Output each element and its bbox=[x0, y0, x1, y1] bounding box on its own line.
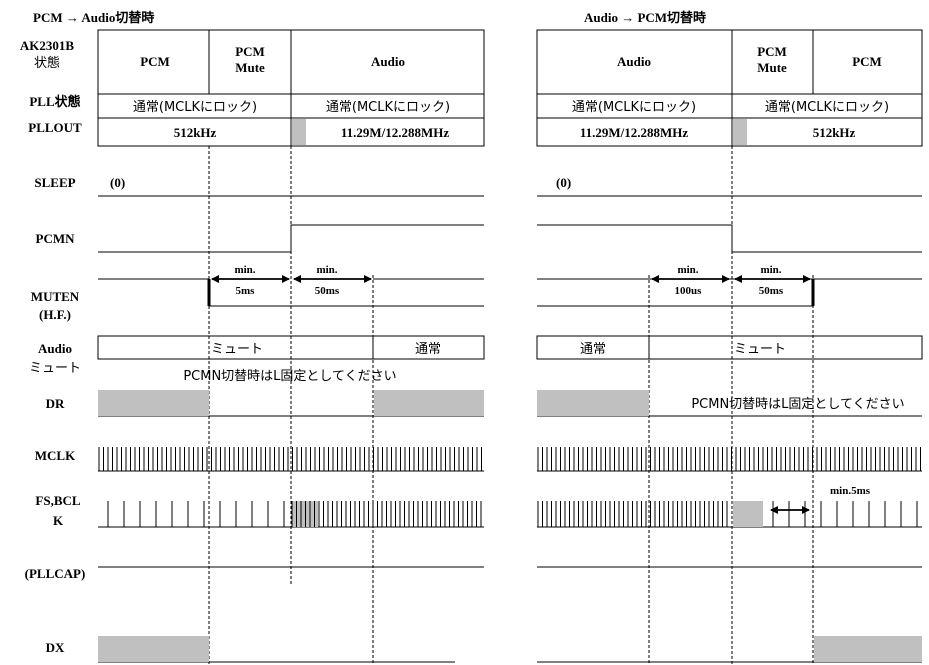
left-pll-state-1: 通常(MCLKにロック) bbox=[133, 100, 257, 115]
ak-label-2: 状態 bbox=[34, 55, 60, 71]
left-mclk-ticks bbox=[98, 447, 482, 471]
signal-labels: AK2301B 状態 PLL状態 PLLOUT SLEEP PCMN MUTEN… bbox=[20, 38, 85, 655]
left-header-audio: Audio bbox=[371, 54, 405, 69]
right-mclk-ticks bbox=[537, 447, 921, 471]
right-mute-val-2: 50ms bbox=[759, 285, 784, 297]
right-fs-min: min.5ms bbox=[830, 485, 871, 497]
left-audio-mute-1: ミュート bbox=[211, 342, 263, 357]
left-title: PCM → Audio切替時 bbox=[33, 10, 154, 25]
right-pllout-shade bbox=[733, 119, 747, 145]
right-header-pcm-mute-1: PCM bbox=[757, 44, 787, 59]
right-header-audio: Audio bbox=[617, 54, 651, 69]
left-mute-min-1: min. bbox=[234, 264, 255, 276]
left-dr-shade-1 bbox=[98, 390, 209, 416]
right-audio-mute-2: ミュート bbox=[734, 342, 786, 357]
audio-mute-label-2: ミュート bbox=[29, 361, 81, 376]
left-mute-val-2: 50ms bbox=[315, 285, 340, 297]
left-audio-mute-box bbox=[97, 335, 485, 360]
left-audio-mute-2: 通常 bbox=[415, 342, 441, 357]
right-pllout-1: 11.29M/12.288MHz bbox=[580, 125, 689, 140]
pllcap-label: (PLLCAP) bbox=[25, 566, 86, 581]
pll-state-label: PLL状態 bbox=[29, 94, 80, 109]
left-header-pcm-mute-1: PCM bbox=[235, 44, 265, 59]
dr-label: DR bbox=[46, 396, 65, 411]
left-mute-val-1: 5ms bbox=[236, 285, 256, 297]
right-title: Audio → PCM切替時 bbox=[584, 10, 706, 25]
fs-bclk-label-1: FS,BCL bbox=[35, 493, 80, 508]
right-mute-val-1: 100us bbox=[675, 285, 703, 297]
left-pllout-1: 512kHz bbox=[174, 125, 217, 140]
right-mute-min-2: min. bbox=[760, 264, 781, 276]
dx-label: DX bbox=[46, 640, 65, 655]
right-audio-mute-box bbox=[536, 335, 923, 360]
right-audio-mute-1: 通常 bbox=[580, 342, 606, 357]
left-fs-bclk-ticks bbox=[107, 501, 482, 527]
pllout-label: PLLOUT bbox=[28, 120, 82, 135]
right-sleep-value: (0) bbox=[556, 175, 571, 190]
left-dx-shade bbox=[98, 636, 209, 662]
left-pcmn-wave bbox=[98, 224, 484, 253]
fs-bclk-label-2: K bbox=[53, 513, 64, 528]
muten-label-2: (H.F.) bbox=[39, 307, 71, 322]
right-pll-state-2: 通常(MCLKにロック) bbox=[765, 100, 889, 115]
left-pllout-2: 11.29M/12.288MHz bbox=[341, 125, 450, 140]
waveforms bbox=[97, 195, 923, 663]
right-pll-state-1: 通常(MCLKにロック) bbox=[572, 100, 696, 115]
right-pcmn-wave bbox=[537, 224, 922, 253]
audio-mute-label-1: Audio bbox=[38, 341, 72, 356]
right-header-pcm-mute-2: Mute bbox=[757, 60, 787, 75]
mclk-label: MCLK bbox=[35, 448, 76, 463]
pcmn-label: PCMN bbox=[36, 231, 76, 246]
muten-label-1: MUTEN bbox=[31, 289, 80, 304]
sleep-label: SLEEP bbox=[34, 175, 75, 190]
right-dr-note: PCMN切替時はL固定としてください bbox=[691, 397, 904, 412]
left-pllout-shade bbox=[292, 119, 306, 145]
right-state-table bbox=[536, 29, 923, 147]
left-header-pcm-mute-2: Mute bbox=[235, 60, 265, 75]
left-mute-min-2: min. bbox=[316, 264, 337, 276]
right-dr-shade bbox=[537, 390, 649, 416]
left-pll-state-2: 通常(MCLKにロック) bbox=[326, 100, 450, 115]
right-dx-shade bbox=[814, 636, 922, 662]
muten-timing-arrows bbox=[211, 275, 811, 514]
left-dr-note: PCMN切替時はL固定としてください bbox=[183, 369, 396, 384]
right-fs-bclk-ticks bbox=[537, 501, 918, 527]
right-mute-min-1: min. bbox=[677, 264, 698, 276]
ak-label-1: AK2301B bbox=[20, 38, 75, 53]
left-header-pcm: PCM bbox=[140, 54, 170, 69]
right-header-pcm: PCM bbox=[852, 54, 882, 69]
left-dr-shade-2 bbox=[374, 390, 484, 416]
left-sleep-value: (0) bbox=[110, 175, 125, 190]
right-fs-shade bbox=[733, 501, 763, 527]
right-pllout-2: 512kHz bbox=[813, 125, 856, 140]
